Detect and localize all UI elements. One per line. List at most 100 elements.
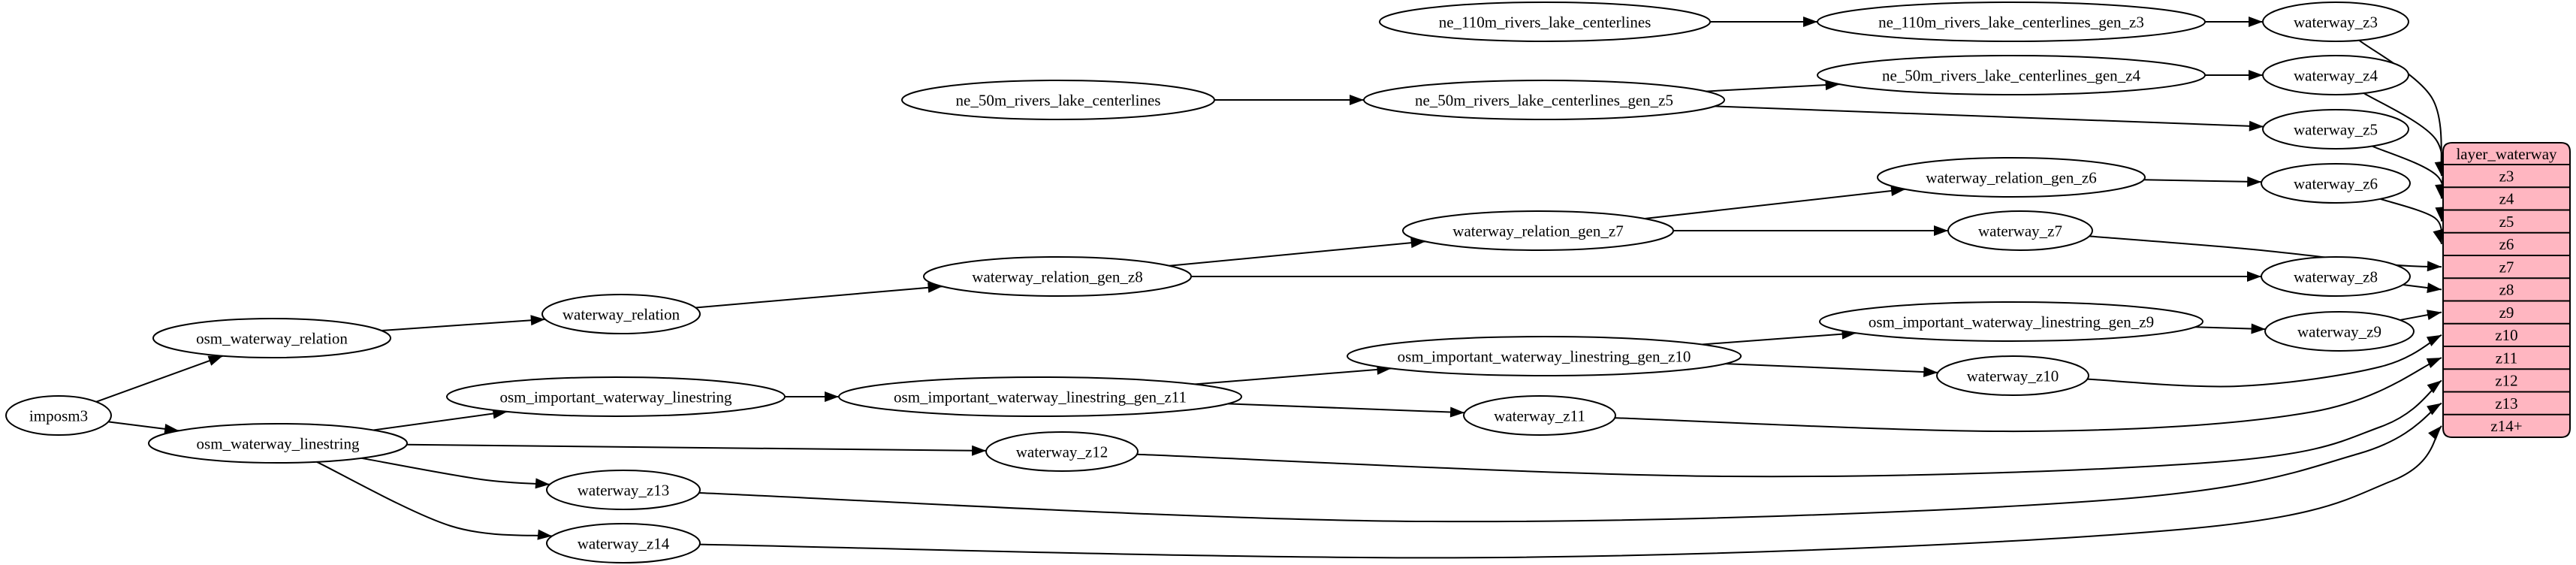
edge-osm_important_waterway_linestring_gen_z10-waterway_z10 [1725,363,1938,378]
node-label-waterway_z13: waterway_z13 [578,481,669,499]
node-ellipse [1817,2,2206,42]
edge-waterway_relation_gen_z7-waterway_relation_gen_z6 [1644,186,1906,219]
node-osm_waterway_relation: osm_waterway_relation [152,318,391,358]
node-waterway_z9: waterway_z9 [2264,311,2415,352]
node-ellipse [2262,55,2409,95]
edge-line [2087,334,2442,388]
arrowhead-icon [972,445,987,456]
node-waterway_z8: waterway_z8 [2261,256,2411,297]
node-label-waterway_z7: waterway_z7 [1978,222,2062,240]
table-row-z14+: z14+ [2490,417,2522,435]
arrowhead-icon [1934,225,1948,236]
node-ellipse [546,470,701,510]
node-waterway_z4: waterway_z4 [2262,55,2409,95]
node-ellipse [2262,109,2409,150]
node-ne_110m_rivers_lake_centerlines: ne_110m_rivers_lake_centerlines [1379,2,1711,42]
node-waterway_relation: waterway_relation [541,294,701,334]
table-header-layer-waterway: layer_waterway [2456,145,2557,163]
edge-waterway_relation_gen_z8-waterway_relation_gen_z7 [1169,237,1425,267]
node-ne_110m_rivers_lake_centerlines_gen_z3: ne_110m_rivers_lake_centerlines_gen_z3 [1817,2,2206,42]
node-waterway_relation_gen_z7: waterway_relation_gen_z7 [1402,210,1674,251]
node-ne_50m_rivers_lake_centerlines_gen_z4: ne_50m_rivers_lake_centerlines_gen_z4 [1817,55,2206,95]
node-ellipse [1819,301,2203,342]
node-layer: imposm3osm_waterway_relationosm_waterway… [5,2,2415,563]
edge-line [381,318,545,331]
edge-line [1169,240,1425,267]
arrowhead-icon [1890,186,1906,196]
table-row-z13: z13 [2495,394,2517,412]
table-row-z12: z12 [2495,372,2517,390]
table-row-z3: z3 [2499,167,2514,185]
arrowhead-icon [2247,271,2261,282]
node-waterway_z12: waterway_z12 [985,431,1139,472]
edge-line [2358,39,2442,177]
node-osm_important_waterway_linestring: osm_important_waterway_linestring [446,376,786,417]
node-ellipse [1379,2,1711,42]
edge-waterway_z12-layer_waterway-z12 [1136,379,2442,478]
arrowhead-icon [1449,406,1465,418]
edge-line [373,410,508,431]
node-ellipse [2262,2,2409,42]
node-ellipse [2264,311,2415,352]
edge-waterway_z13-layer_waterway-z13 [698,402,2442,523]
node-waterway_relation_gen_z6: waterway_relation_gen_z6 [1877,157,2146,198]
edge-waterway_z11-layer_waterway-z11 [1615,357,2442,433]
edge-line [2143,179,2262,183]
node-ellipse [1402,210,1674,251]
node-label-imposm3: imposm3 [29,406,88,425]
edge-line [695,286,943,309]
node-waterway_z10: waterway_z10 [1936,355,2089,396]
edge-imposm3-osm_waterway_relation [95,355,224,403]
arrowhead-icon [1350,95,1364,105]
arrowhead-icon [2427,282,2442,293]
arrowhead-icon [1923,367,1938,378]
edge-line [1644,188,1906,219]
node-ellipse [541,294,701,334]
node-waterway_z11: waterway_z11 [1463,395,1616,436]
edge-waterway_relation_gen_z7-waterway_z7 [1673,225,1948,236]
node-ellipse [446,376,786,417]
node-label-ne_110m_rivers_lake_centerlines: ne_110m_rivers_lake_centerlines [1439,13,1651,31]
edge-waterway_relation_gen_z6-waterway_z6 [2143,176,2262,187]
edge-waterway_z6-layer_waterway-z6 [2380,198,2444,245]
edge-line [2089,235,2442,268]
node-label-waterway_z3: waterway_z3 [2294,13,2378,31]
node-waterway_z13: waterway_z13 [546,470,701,510]
node-ellipse [1877,157,2146,198]
edge-ne_110m_rivers_lake_centerlines_gen_z3-waterway_z3 [2205,17,2263,27]
node-label-waterway_z14: waterway_z14 [578,534,670,552]
node-label-waterway_z6: waterway_z6 [2294,174,2378,192]
node-label-waterway_z4: waterway_z4 [2294,66,2378,84]
node-ellipse [152,318,391,358]
node-label-osm_important_waterway_linestring_gen_z10: osm_important_waterway_linestring_gen_z1… [1398,347,1691,365]
node-label-osm_important_waterway_linestring_gen_z11: osm_important_waterway_linestring_gen_z1… [894,388,1187,406]
edge-line [1615,357,2442,433]
node-label-ne_50m_rivers_lake_centerlines: ne_50m_rivers_lake_centerlines [956,91,1161,109]
edge-osm_waterway_linestring-waterway_z13 [361,457,550,489]
arrowhead-icon [2247,176,2262,187]
node-label-waterway_z8: waterway_z8 [2294,267,2378,286]
node-label-waterway_relation_gen_z6: waterway_relation_gen_z6 [1926,168,2096,186]
edge-waterway_z7-layer_waterway-z7 [2089,235,2442,272]
edge-osm_waterway_linestring-waterway_z14 [316,461,553,540]
node-ellipse [5,395,112,436]
arrowhead-icon [537,529,553,540]
node-ellipse [985,431,1139,472]
node-label-ne_50m_rivers_lake_centerlines_gen_z5: ne_50m_rivers_lake_centerlines_gen_z5 [1415,91,1673,109]
arrowhead-icon [2426,358,2442,368]
arrowhead-icon [825,391,839,402]
edge-osm_waterway_relation-waterway_relation [381,315,545,331]
arrowhead-icon [2249,70,2263,80]
edge-line [1227,403,1465,414]
node-label-waterway_relation: waterway_relation [563,305,680,323]
node-ellipse [2261,163,2411,204]
arrowhead-icon [2428,425,2442,440]
table-row-z11: z11 [2496,349,2518,367]
arrowhead-icon [2426,334,2442,346]
arrowhead-icon [2433,228,2444,244]
arrowhead-icon [2251,323,2266,334]
node-ellipse [546,523,701,563]
table-row-z5: z5 [2499,213,2514,231]
